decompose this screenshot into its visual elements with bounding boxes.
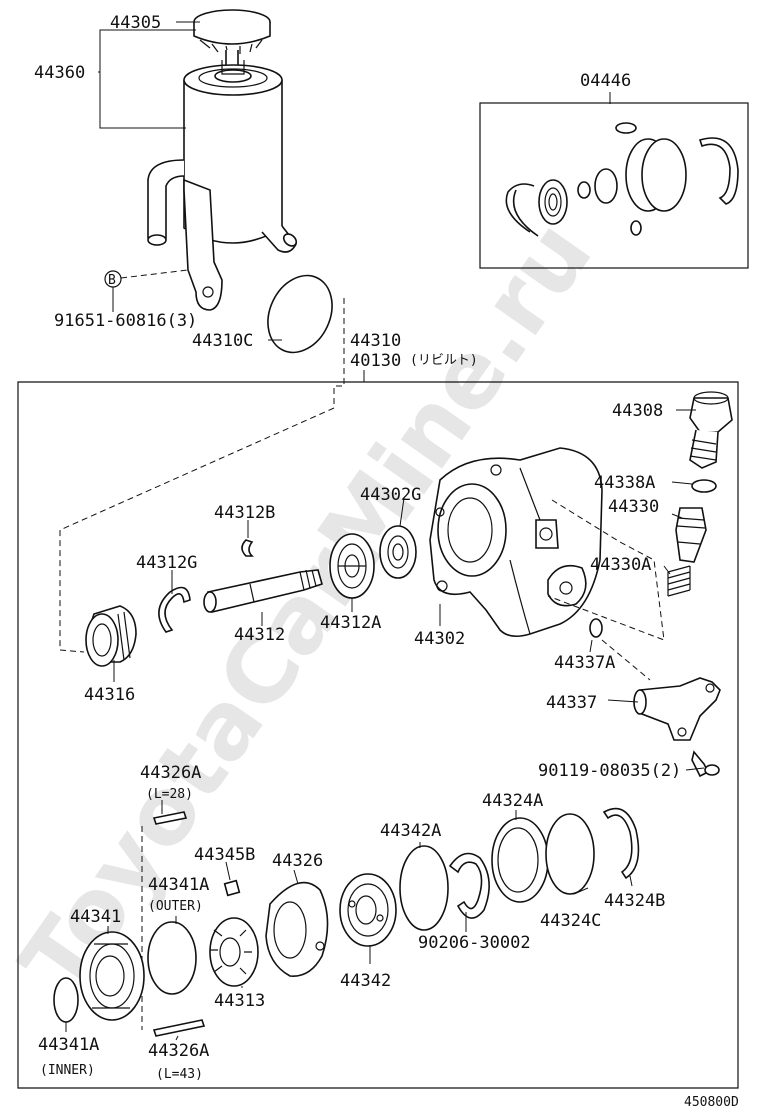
label-44302: 44302 bbox=[414, 629, 465, 649]
label-44341a-inner: 44341A bbox=[38, 1035, 99, 1055]
label-44312b: 44312B bbox=[214, 503, 275, 523]
label-44341a-inner-note: (INNER) bbox=[40, 1063, 95, 1078]
end-cover-44324a[interactable] bbox=[491, 817, 549, 903]
pump-assembly-frame bbox=[17, 381, 739, 1089]
label-44326a-top-note: (L=28) bbox=[146, 787, 193, 802]
label-40130-note: (リビルト) bbox=[410, 353, 478, 368]
label-44337a: 44337A bbox=[554, 653, 615, 673]
cam-ring-44326[interactable] bbox=[265, 881, 329, 977]
ring-90206[interactable] bbox=[448, 852, 490, 919]
bolt-b-label: B bbox=[108, 273, 116, 288]
label-90206-30002: 90206-30002 bbox=[418, 933, 531, 953]
union-fitting-44308[interactable] bbox=[689, 391, 733, 469]
o-ring-44342a[interactable] bbox=[399, 845, 449, 931]
label-44308: 44308 bbox=[612, 401, 663, 421]
label-44338a: 44338A bbox=[594, 473, 655, 493]
label-44330a: 44330A bbox=[590, 555, 651, 575]
label-44305: 44305 bbox=[110, 13, 161, 33]
label-44302g: 44302G bbox=[360, 485, 421, 505]
bearing-44312a[interactable] bbox=[329, 533, 375, 599]
suction-port-44337[interactable] bbox=[633, 677, 721, 741]
spring-44330a[interactable] bbox=[667, 565, 691, 597]
label-44316: 44316 bbox=[84, 685, 135, 705]
guide-line-port bbox=[601, 639, 651, 681]
label-44326a-bottom-note: (L=43) bbox=[156, 1067, 203, 1082]
footer-code: 450800D bbox=[684, 1095, 739, 1110]
label-44312g: 44312G bbox=[136, 553, 197, 573]
o-ring-44341a-inner[interactable] bbox=[53, 977, 79, 1023]
label-44360: 44360 bbox=[34, 63, 85, 83]
label-91651-60816: 91651-60816(3) bbox=[54, 311, 197, 331]
pin-44326a-long[interactable] bbox=[152, 1019, 206, 1037]
o-ring-44337a[interactable] bbox=[589, 618, 603, 638]
pulley-44316[interactable] bbox=[85, 605, 137, 667]
leader-lines bbox=[65, 21, 705, 1041]
gasket-44310c[interactable] bbox=[256, 265, 344, 363]
label-44341a-outer-note: (OUTER) bbox=[148, 899, 203, 914]
label-44342: 44342 bbox=[340, 971, 391, 991]
label-44312: 44312 bbox=[234, 625, 285, 645]
label-44326a-top: 44326A bbox=[140, 763, 201, 783]
guide-line-reservoir bbox=[59, 298, 345, 653]
label-44341: 44341 bbox=[70, 907, 121, 927]
snap-ring-44312g[interactable] bbox=[158, 586, 191, 633]
label-44312a: 44312A bbox=[320, 613, 381, 633]
label-90119-08035: 90119-08035(2) bbox=[538, 761, 681, 781]
pin-44326a-short[interactable] bbox=[152, 811, 188, 825]
bearing-44302g[interactable] bbox=[379, 525, 417, 579]
flow-valve-44330[interactable] bbox=[675, 507, 707, 563]
o-ring-44338a[interactable] bbox=[691, 479, 717, 493]
label-40130: 40130 bbox=[350, 351, 401, 371]
label-44345b: 44345B bbox=[194, 845, 255, 865]
vane-44345b[interactable] bbox=[223, 879, 241, 897]
bolt-b-callout: B bbox=[104, 269, 189, 312]
label-44342a: 44342A bbox=[380, 821, 441, 841]
rear-plate-44341[interactable] bbox=[79, 931, 145, 1021]
label-44337: 44337 bbox=[546, 693, 597, 713]
seal-kit-parts[interactable] bbox=[505, 122, 739, 237]
circlip-44312b[interactable] bbox=[241, 539, 254, 557]
reservoir-cap[interactable] bbox=[193, 9, 271, 71]
label-44324a: 44324A bbox=[482, 791, 543, 811]
o-ring-44324c[interactable] bbox=[545, 813, 595, 895]
label-44310c: 44310C bbox=[192, 331, 253, 351]
pump-housing-44302[interactable] bbox=[429, 447, 603, 638]
shaft-44312[interactable] bbox=[203, 569, 323, 613]
rotor-44313[interactable] bbox=[209, 917, 259, 987]
bolt-90119[interactable] bbox=[691, 750, 720, 778]
label-44341a-outer: 44341A bbox=[148, 875, 209, 895]
side-plate-44342[interactable] bbox=[339, 873, 397, 947]
seal-kit-frame bbox=[479, 102, 749, 269]
label-44324c: 44324C bbox=[540, 911, 601, 931]
snap-ring-44324b[interactable] bbox=[602, 807, 640, 880]
label-44326: 44326 bbox=[272, 851, 323, 871]
label-44324b: 44324B bbox=[604, 891, 665, 911]
label-04446: 04446 bbox=[580, 71, 631, 91]
label-44313: 44313 bbox=[214, 991, 265, 1011]
label-44326a-bottom: 44326A bbox=[148, 1041, 209, 1061]
label-44330: 44330 bbox=[608, 497, 659, 517]
o-ring-44341a-outer[interactable] bbox=[147, 921, 197, 995]
label-44310: 44310 bbox=[350, 331, 401, 351]
guide-line-valve bbox=[547, 499, 665, 641]
reservoir-tank[interactable] bbox=[147, 60, 299, 311]
